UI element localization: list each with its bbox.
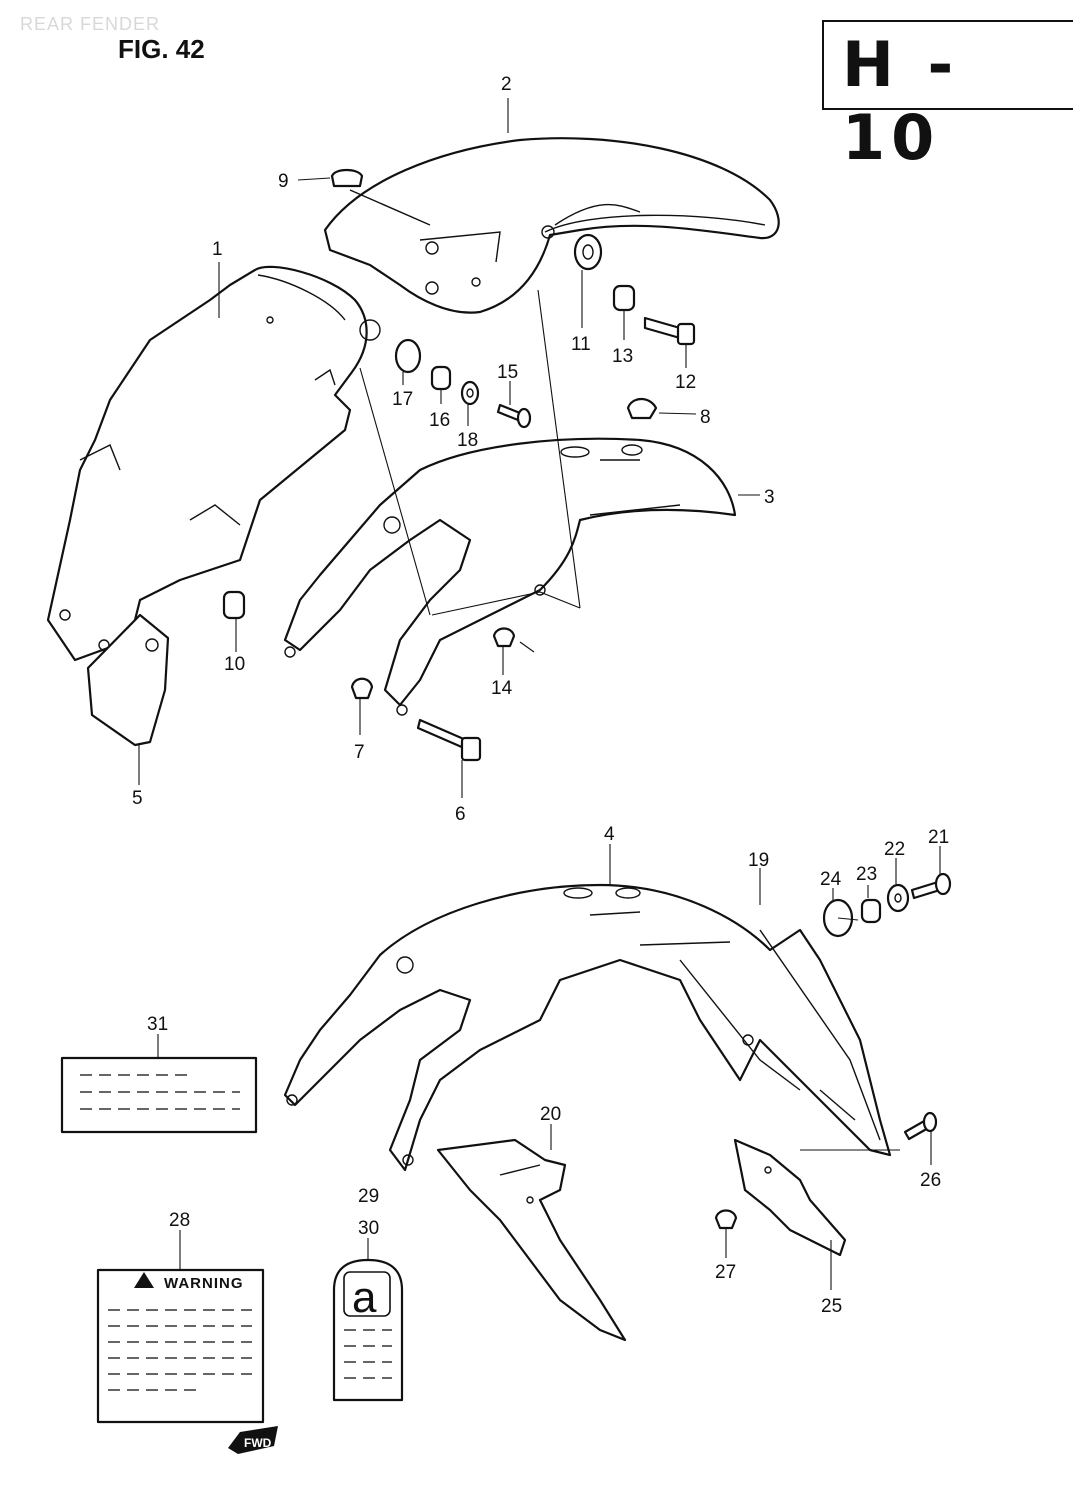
part-3-inner-fender — [283, 437, 737, 716]
part-12-bolt — [643, 316, 696, 346]
fwd-text: FWD — [244, 1436, 272, 1450]
callout-numbers: 2 9 1 11 13 12 8 15 17 16 18 3 10 14 7 5… — [132, 74, 949, 1317]
callout-17: 17 — [392, 389, 413, 410]
callout-8: 8 — [700, 407, 711, 428]
part-5-mud-flap — [86, 613, 170, 747]
callout-13: 13 — [612, 346, 633, 367]
part-20-bracket — [436, 1138, 627, 1342]
part-29-30-tag: a — [332, 1258, 404, 1402]
page-code: H - 10 — [842, 28, 960, 174]
callout-2: 2 — [501, 74, 512, 95]
tag-letter: a — [352, 1273, 377, 1322]
callout-5: 5 — [132, 788, 143, 809]
part-9-cap — [330, 168, 364, 188]
part-14-nut — [492, 627, 516, 648]
callout-18: 18 — [457, 430, 478, 451]
part-2-rear-fender-upper — [323, 137, 780, 314]
fwd-arrow-icon: FWD — [228, 1426, 278, 1454]
part-27-nut — [714, 1209, 738, 1230]
part-11-grommet — [573, 233, 603, 271]
callout-1: 1 — [212, 239, 223, 260]
callout-9: 9 — [278, 171, 289, 192]
callout-3: 3 — [764, 487, 775, 508]
callout-11: 11 — [571, 334, 591, 355]
assembly-guide-lines — [359, 289, 900, 1151]
warning-triangle-icon — [134, 1272, 154, 1288]
part-21-bolt — [910, 872, 952, 900]
part-31-label — [60, 1056, 258, 1134]
callout-24: 24 — [820, 869, 842, 890]
part-17-grommet — [394, 338, 422, 374]
callout-10: 10 — [224, 654, 245, 675]
callout-22: 22 — [884, 839, 905, 860]
callout-6: 6 — [455, 804, 466, 825]
callout-15: 15 — [497, 362, 518, 383]
part-8-nut — [626, 397, 658, 420]
part-10-collar — [222, 590, 246, 620]
callout-25: 25 — [821, 1296, 842, 1317]
warning-text: WARNING — [164, 1275, 244, 1292]
callout-28: 28 — [169, 1210, 190, 1231]
part-7-nut — [350, 677, 374, 700]
callout-29: 29 — [358, 1186, 379, 1207]
part-26-screw — [903, 1111, 938, 1141]
section-title: REAR FENDER — [20, 14, 161, 34]
part-16-collar — [430, 365, 452, 391]
callout-19: 19 — [748, 850, 769, 871]
callout-27: 27 — [715, 1262, 736, 1283]
figure-number: FIG. 42 — [118, 34, 205, 64]
callout-16: 16 — [429, 410, 450, 431]
leader-lines — [138, 98, 941, 1290]
callout-4: 4 — [604, 824, 615, 845]
part-18-washer — [460, 380, 480, 406]
callout-31: 31 — [147, 1014, 168, 1035]
callout-12: 12 — [675, 372, 696, 393]
part-13-collar — [612, 284, 636, 312]
callout-7: 7 — [354, 742, 365, 763]
callout-26: 26 — [920, 1170, 941, 1191]
callout-30: 30 — [358, 1218, 379, 1239]
callout-20: 20 — [540, 1104, 561, 1125]
callout-21: 21 — [928, 827, 949, 848]
part-23-collar — [860, 898, 882, 924]
part-4-fender-assembly — [283, 883, 892, 1172]
part-25-plate-bracket — [733, 1138, 847, 1257]
page-code-box — [822, 20, 1073, 110]
callout-14: 14 — [491, 678, 513, 699]
part-6-bolt — [416, 718, 482, 762]
part-15-screw — [496, 403, 532, 429]
part-28-warning-label: WARNING — [96, 1268, 265, 1424]
callout-23: 23 — [856, 864, 877, 885]
part-22-washer — [886, 883, 910, 913]
part-1-fender-front — [46, 265, 381, 662]
